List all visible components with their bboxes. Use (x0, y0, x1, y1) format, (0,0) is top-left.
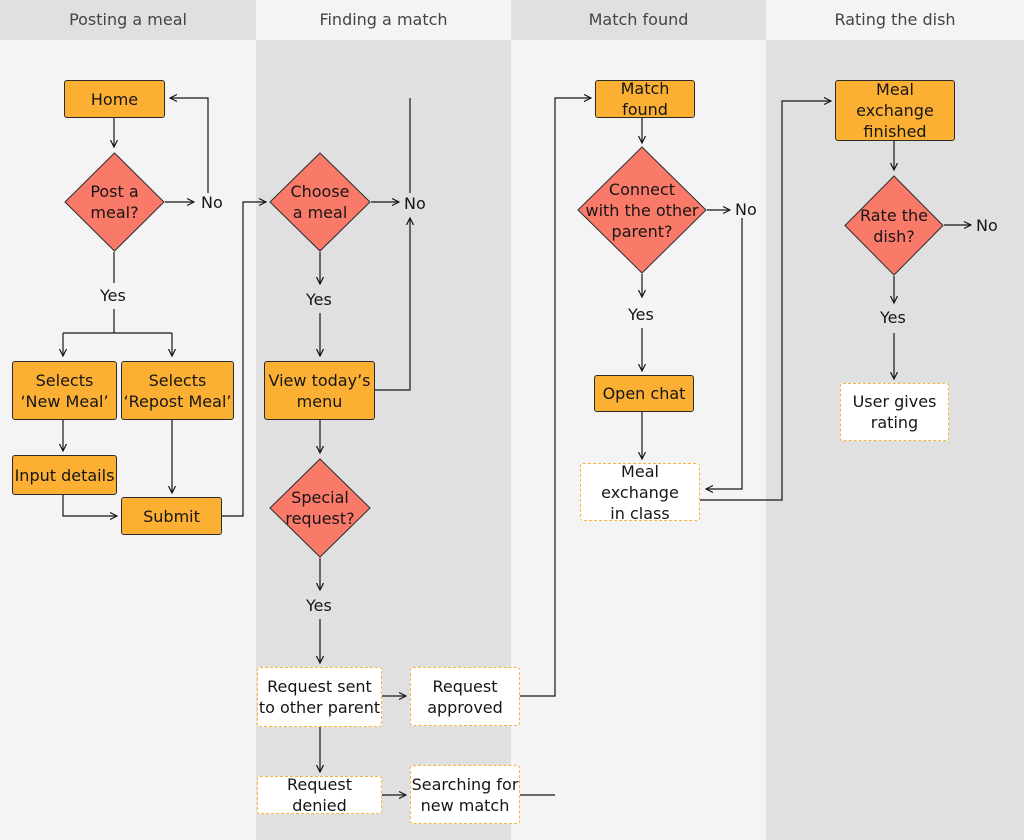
selects-new-meal-node: Selects‘New Meal’ (12, 361, 117, 420)
lane-header-found: Match found (511, 0, 766, 40)
request-denied-node: Request denied (257, 775, 382, 815)
rate-dish-diamond (844, 175, 944, 276)
request-sent-line-1: Request sent (267, 677, 372, 696)
open-chat-node: Open chat (594, 375, 694, 412)
lane-posting (0, 0, 256, 840)
request-approved-line-2: approved (427, 697, 503, 717)
user-gives-rating-line-1: User gives (852, 392, 937, 411)
choose-meal-no-label: No (404, 194, 426, 213)
selects-repost-line-1: Selects (148, 370, 207, 390)
special-request-line-2: request? (285, 509, 355, 528)
selects-repost-meal-node: Selects‘Repost Meal’ (121, 361, 234, 420)
special-request-diamond (269, 458, 371, 558)
post-meal-line-2: meal? (90, 203, 139, 222)
input-details-label: Input details (14, 465, 115, 485)
connect-line-1: Connect (608, 179, 676, 199)
choose-meal-decision: Choose a meal (269, 152, 371, 252)
selects-repost-line-2: ‘Repost Meal’ (123, 391, 232, 411)
connect-no-label: No (735, 200, 757, 219)
searching-line-1: Searching for (411, 774, 519, 794)
meal-exchange-finished-line-2: finished (863, 122, 927, 141)
rate-dish-line-1: Rate the (859, 205, 929, 225)
choose-meal-yes-label: Yes (306, 290, 332, 309)
meal-exchange-finished-node: Meal exchange finished (835, 80, 955, 141)
request-denied-label: Request denied (287, 775, 352, 815)
submit-label: Submit (143, 506, 200, 526)
connect-line-2: with the other (585, 200, 699, 220)
post-meal-no-label: No (201, 193, 223, 212)
connect-parent-diamond (577, 146, 707, 274)
special-request-yes-label: Yes (306, 596, 332, 615)
choose-meal-line-1: Choose (290, 182, 350, 201)
choose-meal-line-2: a meal (292, 203, 348, 222)
open-chat-label: Open chat (602, 384, 686, 403)
choose-meal-diamond (269, 152, 371, 252)
request-approved-line-1: Request (432, 676, 498, 696)
post-meal-decision: Post a meal? (64, 152, 165, 252)
user-gives-rating-node: User gives rating (840, 383, 949, 441)
rate-dish-line-2: dish? (873, 226, 915, 246)
searching-line-2: new match (420, 795, 510, 815)
meal-exchange-finished-line-1: Meal exchange (856, 80, 934, 120)
rate-dish-yes-label: Yes (880, 308, 906, 327)
rate-dish-no-label: No (976, 216, 998, 235)
view-menu-line-2: menu (296, 391, 343, 411)
submit-node: Submit (121, 497, 222, 535)
post-meal-diamond (64, 152, 165, 252)
connect-line-3: parent? (611, 221, 673, 241)
special-request-decision: Special request? (269, 458, 371, 558)
match-found-label: Match found (620, 79, 670, 119)
home-label: Home (90, 89, 139, 109)
view-menu-line-1: View today’s (268, 370, 371, 390)
lane-header-rating: Rating the dish (766, 0, 1024, 40)
meal-exchange-class-line-1: Meal exchange (601, 461, 679, 502)
user-gives-rating-line-2: rating (870, 413, 919, 432)
request-sent-node: Request sent to other parent (257, 667, 382, 727)
selects-new-line-2: ‘New Meal’ (20, 391, 109, 411)
lane-header-finding: Finding a match (256, 0, 511, 40)
meal-exchange-class-line-2: in class (610, 503, 670, 523)
input-details-node: Input details (12, 455, 117, 495)
selects-new-line-1: Selects (35, 370, 94, 390)
lane-header-posting: Posting a meal (0, 0, 256, 40)
post-meal-yes-label: Yes (100, 286, 126, 305)
post-meal-line-1: Post a (90, 182, 139, 201)
special-request-line-1: Special (291, 488, 349, 507)
match-found-node: Match found (595, 79, 695, 119)
request-sent-line-2: to other parent (258, 698, 381, 717)
connect-yes-label: Yes (628, 305, 654, 324)
home-node: Home (64, 80, 165, 118)
